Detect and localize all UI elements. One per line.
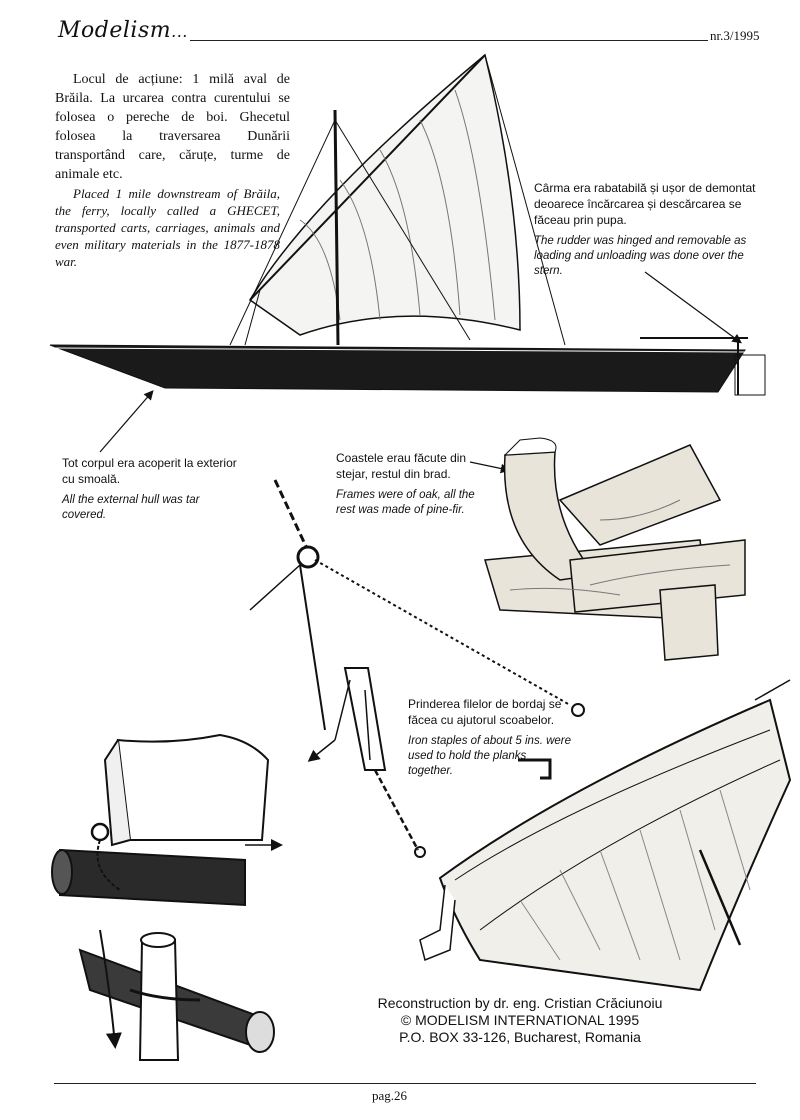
hull-arrow	[99, 390, 154, 453]
logo-text: Modelism	[58, 18, 172, 43]
rudder-note-english: The rudder was hinged and removable as l…	[534, 235, 747, 277]
crossed-logs-drawing	[78, 929, 275, 1061]
credit-address: P.O. BOX 33-126, Bucharest, Romania	[399, 1029, 641, 1045]
sail-drawing	[248, 53, 521, 336]
logo-dots: ...	[171, 22, 188, 41]
ferry-perspective-drawing	[419, 679, 792, 992]
bale-log-drawing	[51, 733, 283, 907]
issue-number: nr.3/1995	[710, 28, 760, 43]
staples-note-english: Iron staples of about 5 ins. were used t…	[408, 735, 572, 777]
hull-note-english: All the external hull was tar covered.	[62, 494, 200, 521]
staples-note: Prinderea filelor de bordaj se făcea cu …	[408, 696, 573, 779]
frames-note-romanian: Coastele erau făcute din stejar, restul …	[336, 451, 467, 481]
header-rule	[190, 40, 708, 41]
intro-romanian: Locul de acțiune: 1 milă aval de Brăila.…	[55, 72, 290, 182]
frames-note-english: Frames were of oak, all the rest was mad…	[336, 489, 475, 516]
credit-block: Reconstruction by dr. eng. Cristian Crăc…	[350, 995, 690, 1046]
mast-rigging	[229, 54, 566, 346]
rudder-arrow	[644, 271, 742, 344]
credit-copyright: © MODELISM INTERNATIONAL 1995	[400, 1012, 640, 1028]
frame-joint-drawing	[484, 437, 746, 661]
hull-drawing	[49, 337, 766, 396]
frames-arrow	[469, 461, 511, 474]
intro-english: Placed 1 mile downstream of Brăila, the …	[55, 186, 280, 269]
tackle-block-drawing	[249, 479, 585, 858]
magazine-logo: Modelism...	[58, 18, 188, 43]
rudder-note: Cârma era rabatabilă și ușor de demontat…	[534, 180, 769, 279]
hull-note: Tot corpul era acoperit la exterior cu s…	[62, 455, 242, 523]
page-number: pag.26	[372, 1088, 408, 1103]
iron-staple-drawing	[518, 758, 552, 780]
staples-note-romanian: Prinderea filelor de bordaj se făcea cu …	[408, 697, 562, 727]
rudder-note-romanian: Cârma era rabatabilă și ușor de demontat…	[534, 181, 756, 227]
credit-author: Reconstruction by dr. eng. Cristian Crăc…	[377, 995, 663, 1011]
frames-note: Coastele erau făcute din stejar, restul …	[336, 450, 486, 518]
footer-rule	[54, 1083, 756, 1084]
hull-note-romanian: Tot corpul era acoperit la exterior cu s…	[62, 456, 237, 486]
